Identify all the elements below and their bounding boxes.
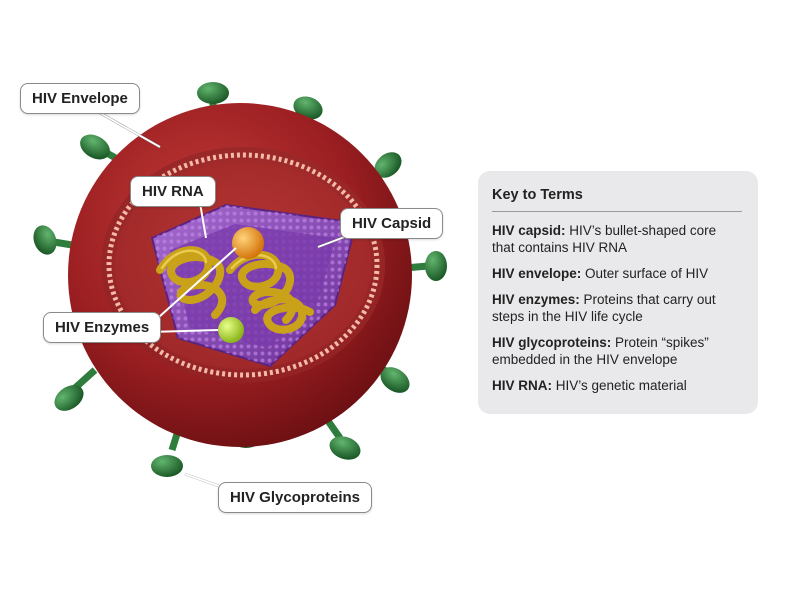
hiv-rna — [156, 246, 314, 334]
glycoprotein-spike — [323, 415, 361, 460]
term-hiv-rna: HIV RNA: HIV’s genetic material — [492, 377, 742, 394]
callout-hiv-glycoproteins: HIV Glycoproteins — [218, 482, 373, 513]
callout-hiv-envelope: HIV Envelope — [20, 83, 140, 114]
term-label: HIV RNA: — [492, 378, 552, 393]
key-to-terms-panel: Key to Terms HIV capsid: HIV’s bullet-sh… — [478, 171, 758, 414]
term-definition: Proteins that carry out steps in the HIV… — [492, 292, 716, 324]
key-title: Key to Terms — [492, 187, 742, 212]
term-label: HIV glycoproteins: — [492, 335, 612, 350]
term-hiv-enzymes: HIV enzymes: Proteins that carry out ste… — [492, 291, 742, 325]
term-label: HIV capsid: — [492, 223, 566, 238]
callout-hiv-rna: HIV RNA — [130, 176, 216, 207]
callout-hiv-capsid: HIV Capsid — [340, 208, 444, 239]
lipid-membrane — [106, 152, 380, 378]
term-definition: HIV’s bullet-shaped core that contains H… — [492, 223, 717, 255]
term-definition: HIV’s genetic material — [552, 378, 687, 393]
enzyme-orange — [232, 227, 264, 259]
term-label: HIV enzymes: — [492, 292, 580, 307]
term-label: HIV envelope: — [492, 266, 582, 281]
enzyme-green — [218, 317, 244, 343]
term-definition: Outer surface of HIV — [581, 266, 709, 281]
term-definition: Protein “spikes” embedded in the HIV env… — [492, 335, 709, 367]
glycoprotein-spike — [54, 367, 98, 411]
callout-hiv-enzymes: HIV Enzymes — [43, 312, 162, 343]
term-hiv-envelope: HIV envelope: Outer surface of HIV — [492, 265, 742, 282]
term-hiv-capsid: HIV capsid: HIV’s bullet-shaped core tha… — [492, 222, 742, 256]
term-hiv-glycoproteins: HIV glycoproteins: Protein “spikes” embe… — [492, 334, 742, 368]
